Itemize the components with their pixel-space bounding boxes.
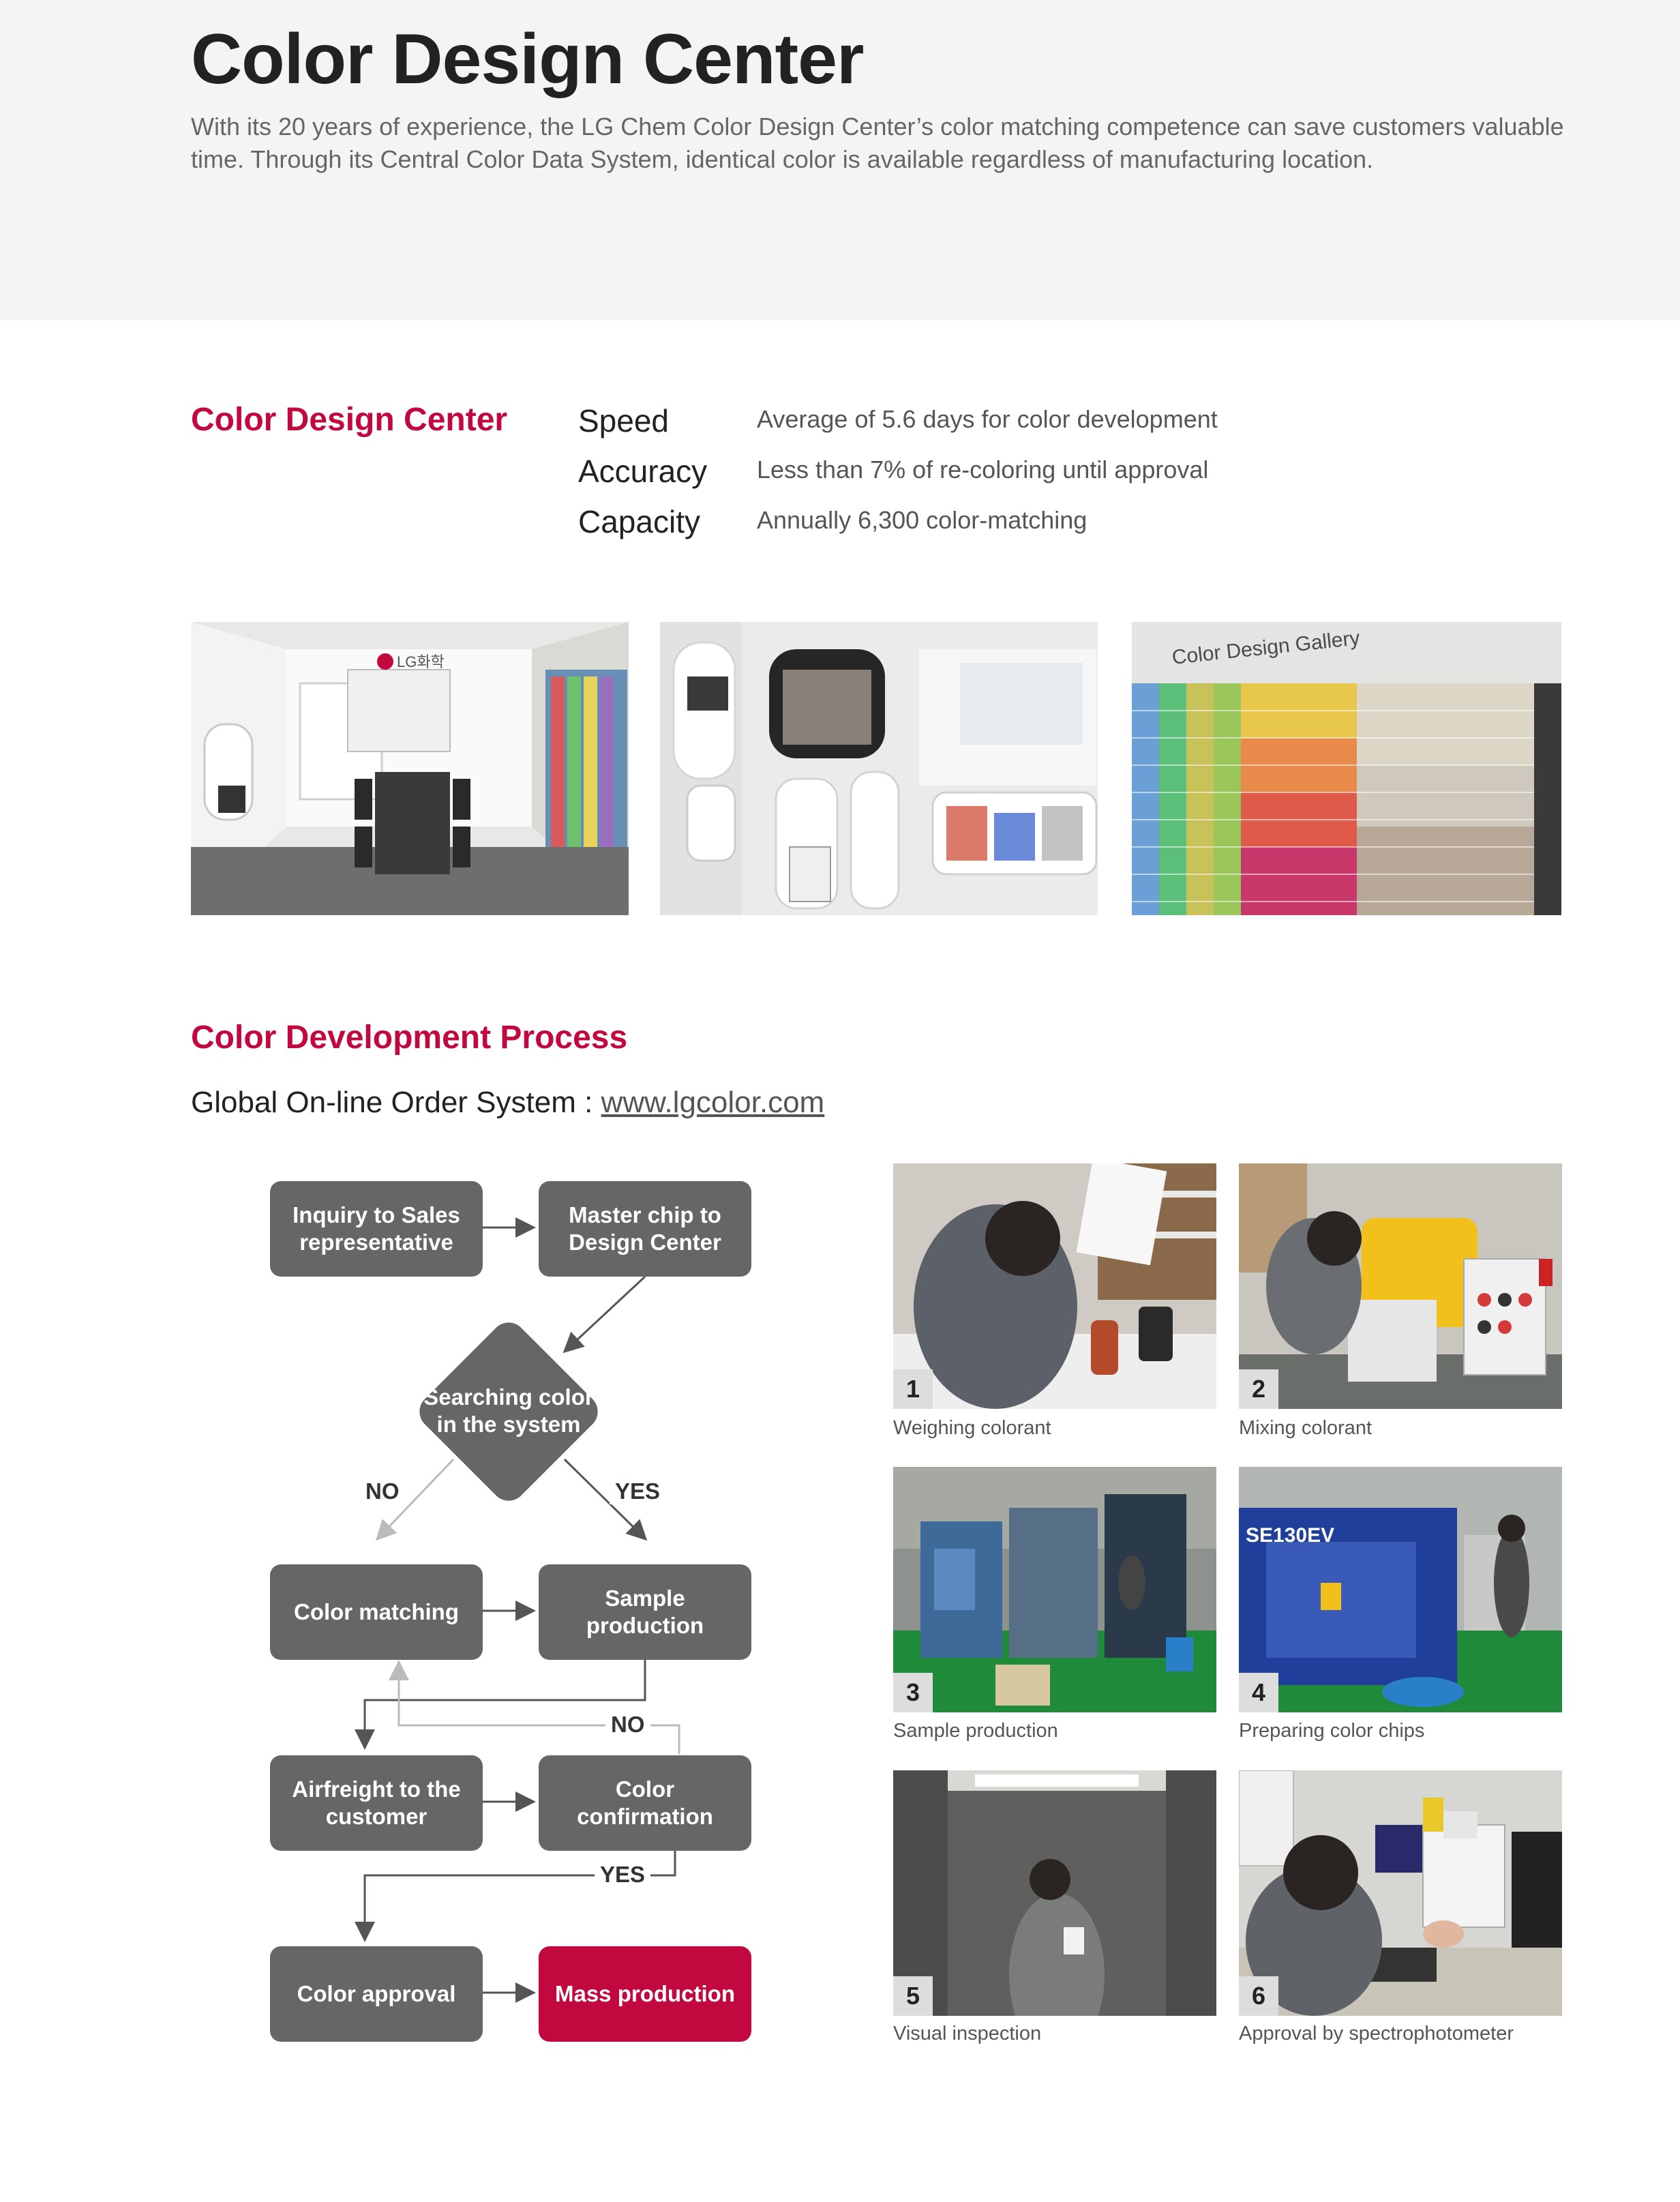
step-photo-1: 1 [893,1163,1216,1409]
step-photo-3: 3 [893,1467,1216,1712]
machine-label-text: SE130EV [1246,1524,1334,1547]
process-heading: Color Development Process [191,1020,628,1056]
step-caption-1: Weighing colorant [893,1417,1051,1439]
step-number-4: 4 [1239,1673,1278,1712]
lg-logo-text: LG화학 [397,653,445,670]
order-system-label: Global On-line Order System : [191,1086,601,1119]
label-no-confirmation: NO [605,1712,650,1738]
step-number-3: 3 [893,1673,933,1712]
node-color-approval: Color approval [270,1946,483,2042]
arrow-confirmation-yes [355,1849,676,1942]
step-photo-2: 2 [1239,1163,1562,1409]
stat-label-accuracy: Accuracy [578,453,708,489]
arrow-search-yes [563,1458,648,1541]
node-color-matching: Color matching [270,1564,483,1660]
node-master-chip: Master chip to Design Center [539,1181,751,1277]
order-system-link[interactable]: www.lgcolor.com [601,1086,825,1119]
node-searching-label: Searching color in the system [423,1384,594,1437]
step-caption-4: Preparing color chips [1239,1720,1425,1742]
label-yes-confirmation: YES [595,1862,651,1888]
stat-label-capacity: Capacity [578,504,700,539]
order-system-line: Global On-line Order System : www.lgcolo… [191,1086,824,1120]
arrow-confirmation-no [389,1660,680,1754]
meeting-room-photo: LG화학 [191,622,629,915]
stat-value-capacity: Annually 6,300 color-matching [757,506,1088,534]
step-number-5: 5 [893,1976,933,2016]
stat-label-speed: Speed [578,403,670,438]
step-number-2: 2 [1239,1369,1278,1409]
intro-paragraph: With its 20 years of experience, the LG … [191,113,1564,173]
step-caption-5: Visual inspection [893,2023,1042,2044]
step-caption-3: Sample production [893,1720,1058,1742]
node-mass-production: Mass production [539,1946,751,2042]
overview-heading: Color Design Center [191,402,508,438]
showroom-photo [660,622,1098,915]
arrow-search-no [375,1458,455,1541]
step-photo-6: 6 [1239,1770,1562,2016]
label-yes-search: YES [610,1478,666,1504]
stat-value-speed: Average of 5.6 days for color developmen… [757,405,1218,433]
node-inquiry: Inquiry to Sales representative [270,1181,483,1277]
node-airfreight: Airfreight to the customer [270,1755,483,1851]
step-photo-5: 5 [893,1770,1216,2016]
color-gallery-photo: Color Design Gallery [1132,622,1561,915]
step-photo-4: SE130EV 4 [1239,1467,1562,1712]
node-color-confirmation: Color confirmation [539,1755,751,1851]
step-number-1: 1 [893,1369,933,1409]
stat-value-accuracy: Less than 7% of re-coloring until approv… [757,456,1209,483]
page-title: Color Design Center [191,20,864,99]
label-no-search: NO [360,1478,405,1504]
arrow-sample-to-airfreight [355,1658,646,1750]
header-band [0,0,1680,321]
step-caption-2: Mixing colorant [1239,1417,1372,1439]
step-caption-6: Approval by spectrophotometer [1239,2023,1514,2044]
step-number-6: 6 [1239,1976,1278,2016]
node-sample-production: Sample production [539,1564,751,1660]
arrow-master-to-search [562,1275,646,1354]
